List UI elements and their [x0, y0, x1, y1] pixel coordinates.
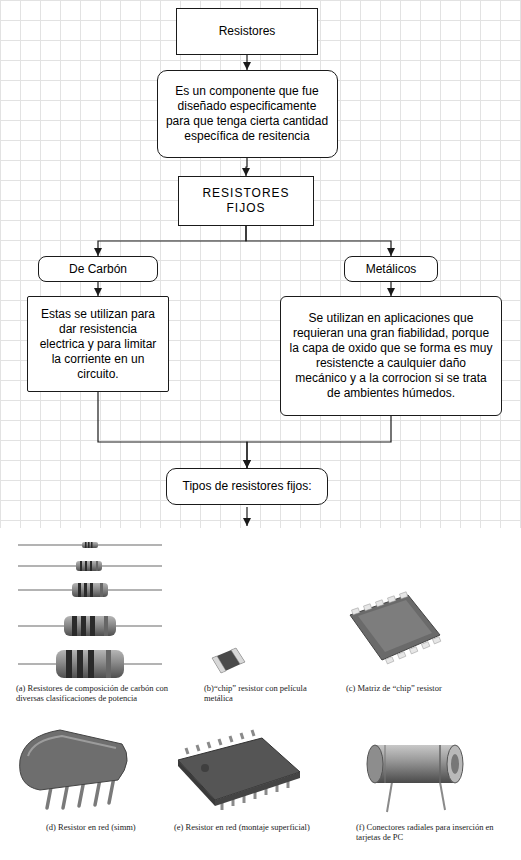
- node-text: Es un componente que fue diseñado especi…: [166, 84, 329, 144]
- node-text: De Carbón: [69, 262, 127, 277]
- category-box: RESISTORES FIJOS: [178, 176, 314, 226]
- definition-box: Es un componente que fue diseñado especi…: [157, 70, 338, 158]
- radial-connector: [367, 745, 463, 812]
- connector: [246, 158, 247, 176]
- figure-caption: (b)“chip” resistor con película metálica: [204, 683, 322, 703]
- process-box: Tipos de resistores fijos:: [166, 468, 328, 505]
- node-text: Se utilizan en aplicaciones que requiera…: [289, 311, 493, 401]
- title-box: Resistores: [176, 8, 318, 55]
- connector: [98, 226, 246, 256]
- figure-caption: (a) Resistores de composición de carbón …: [16, 683, 178, 703]
- node-text: Tipos de resistores fijos:: [183, 479, 312, 494]
- node-text: Resistores: [219, 24, 276, 39]
- connector: [97, 282, 98, 296]
- connector: [246, 226, 391, 256]
- chip-resistor: [212, 648, 245, 673]
- figure-caption: (e) Resistor en red (montaje superficial…: [174, 822, 334, 832]
- description-box: Estas se utilizan para dar resistencia e…: [27, 296, 169, 392]
- chip-resistor-array: [350, 592, 441, 664]
- sip-resistor-network: [20, 730, 127, 808]
- figure-caption: (d) Resistor en red (simm): [46, 822, 168, 832]
- type-box: De Carbón: [38, 256, 158, 282]
- description-box: Se utilizan en aplicaciones que requiera…: [280, 296, 502, 416]
- figure-caption: (f) Conectores radiales para inserción e…: [356, 822, 506, 842]
- connector: [98, 392, 247, 468]
- node-text: Metálicos: [366, 262, 417, 277]
- node-text: Estas se utilizan para dar resistencia e…: [36, 307, 160, 382]
- connector: [390, 282, 391, 296]
- type-box: Metálicos: [344, 256, 438, 282]
- connector: [246, 55, 247, 70]
- smd-resistor-network: [178, 730, 300, 810]
- flow-arrow: [246, 507, 247, 526]
- figure-caption: (c) Matriz de “chip” resistor: [346, 683, 496, 693]
- node-text: RESISTORES FIJOS: [199, 186, 293, 216]
- photo-ground: [0, 528, 521, 860]
- connector: [247, 416, 391, 468]
- carbon-resistors: [18, 542, 162, 678]
